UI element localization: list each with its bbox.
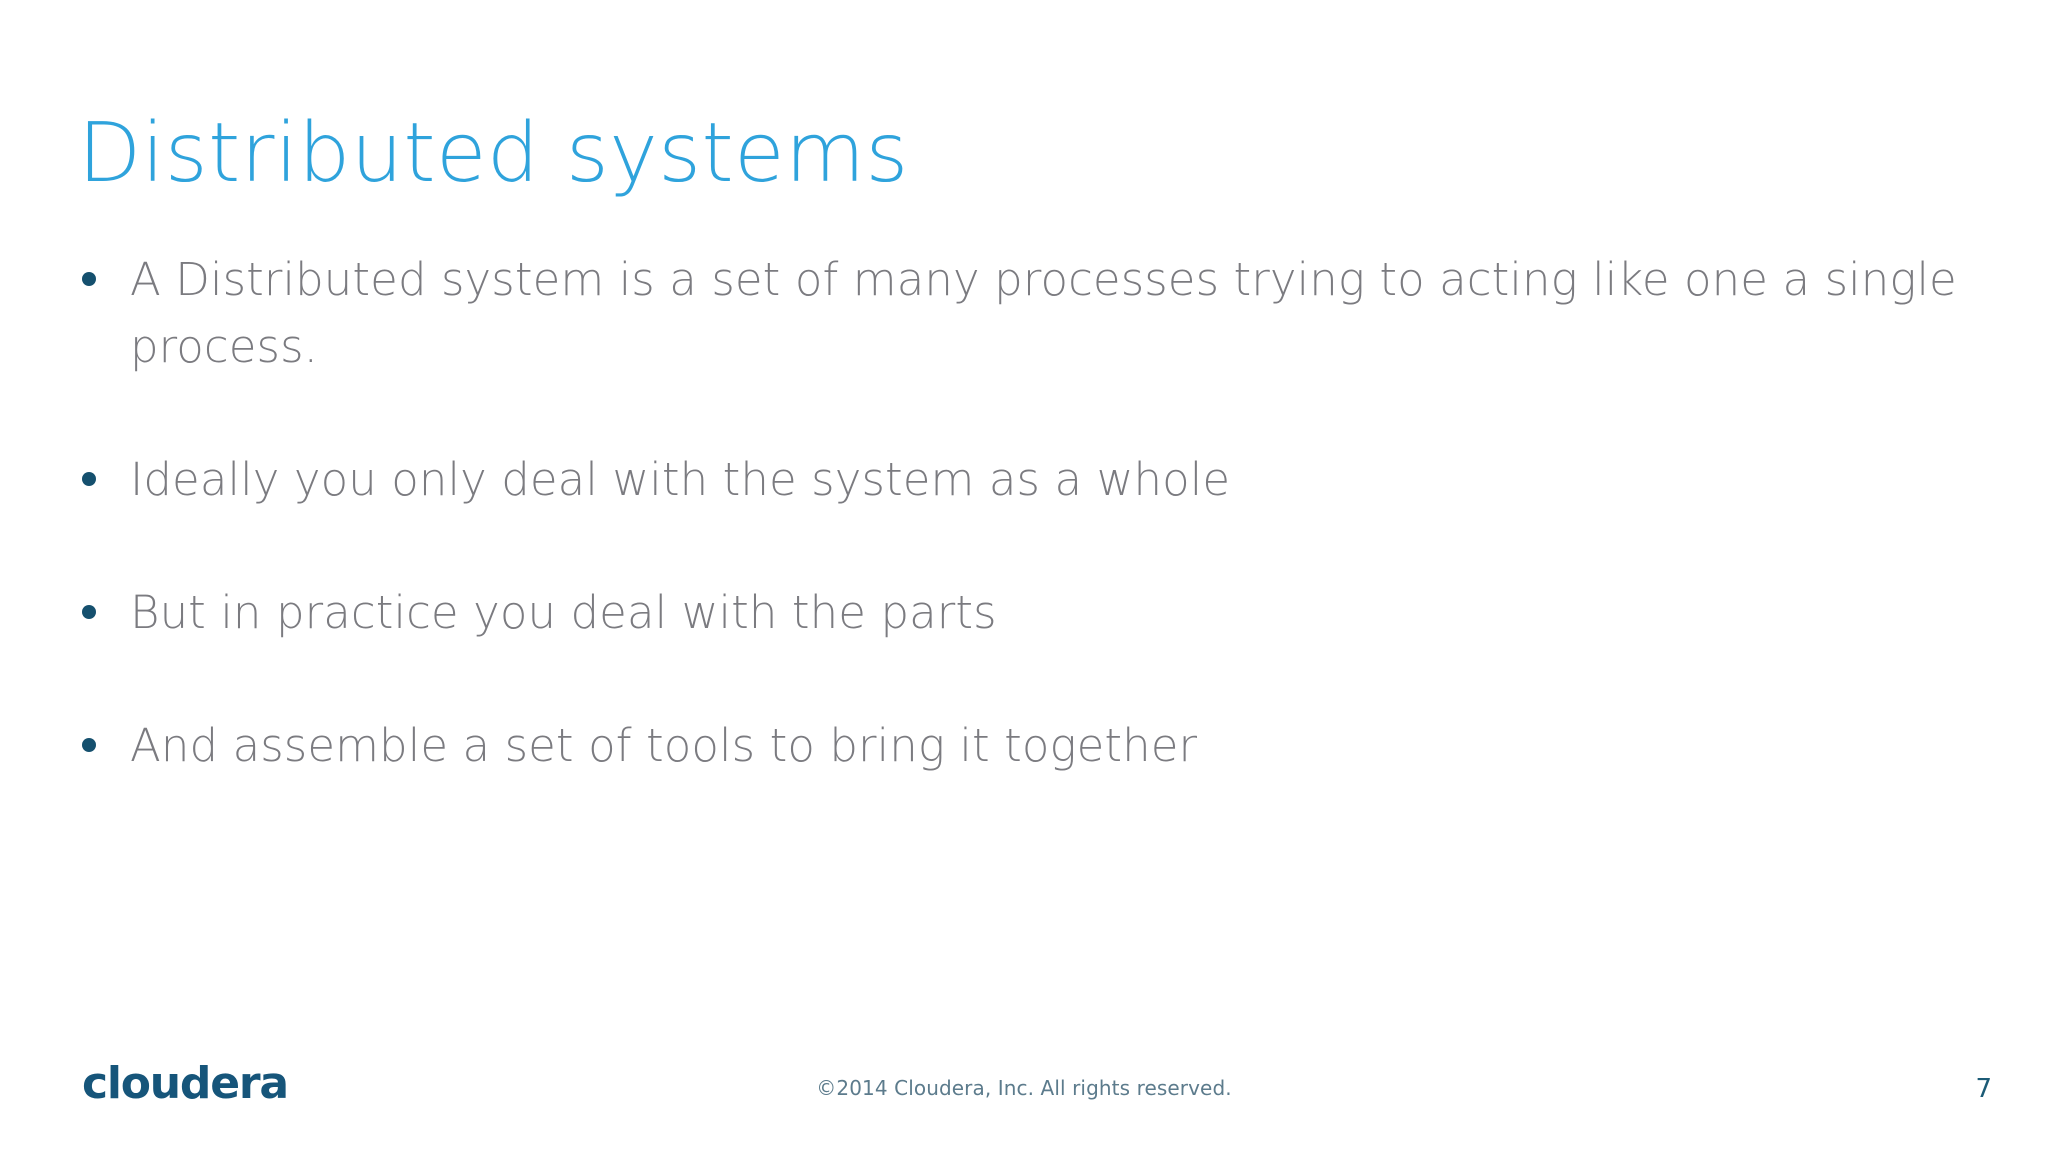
bullet-dot-icon — [82, 272, 96, 286]
bullet-text: A Distributed system is a set of many pr… — [130, 253, 1957, 373]
bullet-text: And assemble a set of tools to bring it … — [130, 719, 1198, 772]
slide-footer: cloudera ©2014 Cloudera, Inc. All rights… — [0, 1002, 2048, 1152]
copyright-notice: ©2014 Cloudera, Inc. All rights reserved… — [816, 1076, 1232, 1100]
bullet-list: A Distributed system is a set of many pr… — [72, 246, 1992, 779]
page-title: Distributed systems — [78, 105, 909, 201]
list-item: And assemble a set of tools to bring it … — [72, 712, 1992, 779]
bullet-dot-icon — [82, 738, 96, 752]
page-number: 7 — [1975, 1074, 1992, 1104]
bullet-dot-icon — [82, 605, 96, 619]
list-item: A Distributed system is a set of many pr… — [72, 246, 1992, 380]
bullet-text: Ideally you only deal with the system as… — [130, 453, 1231, 506]
list-item: Ideally you only deal with the system as… — [72, 446, 1992, 513]
list-item: But in practice you deal with the parts — [72, 579, 1992, 646]
cloudera-logo: cloudera — [82, 1058, 289, 1109]
bullet-dot-icon — [82, 472, 96, 486]
bullet-text: But in practice you deal with the parts — [130, 586, 997, 639]
